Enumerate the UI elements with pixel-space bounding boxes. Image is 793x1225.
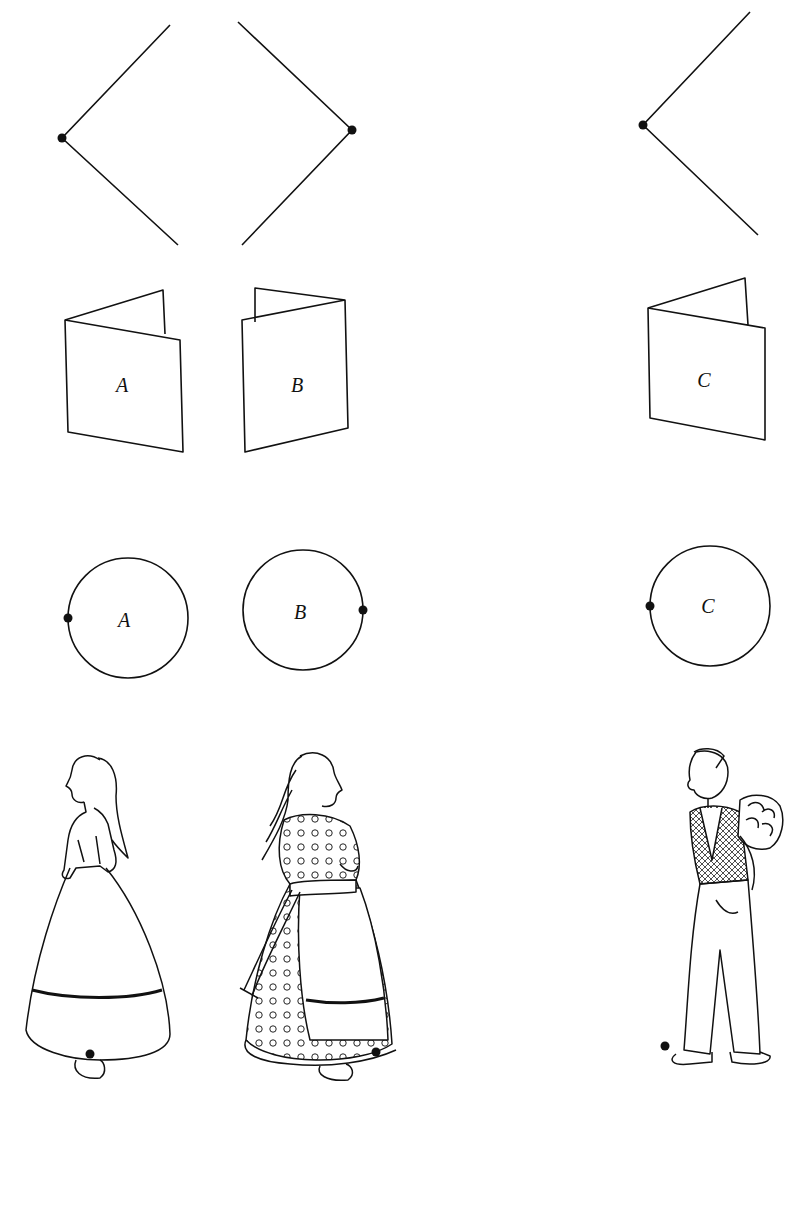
boy-figure — [672, 749, 783, 1065]
circle-dot — [359, 606, 368, 615]
folded-card: C — [643, 273, 771, 445]
card-outline-path — [648, 278, 765, 440]
shape-letter: A — [116, 375, 128, 395]
circle-outline-path — [68, 558, 188, 678]
angle-right — [238, 22, 352, 245]
circle-dot — [646, 602, 655, 611]
angle-left — [62, 25, 178, 245]
card-outline-path — [242, 288, 348, 452]
angle-figures — [62, 12, 758, 245]
shape-letter: C — [701, 596, 714, 616]
girl-figure-b — [240, 753, 396, 1080]
circle-outline-path — [650, 546, 770, 666]
circle-outline-path — [243, 550, 363, 670]
circle-dot — [64, 614, 73, 623]
circle-shape: A — [64, 554, 192, 682]
shape-letter: C — [697, 370, 710, 390]
card-outline — [236, 283, 354, 457]
card-outline-path — [65, 290, 183, 452]
girl-figure-a — [26, 756, 170, 1078]
folded-card: B — [236, 283, 354, 457]
angle-third — [643, 12, 758, 235]
card-outline — [643, 273, 771, 445]
vertex-dots — [58, 121, 648, 143]
shape-letter: B — [291, 375, 303, 395]
card-outline — [60, 285, 190, 457]
folded-card: A — [60, 285, 190, 457]
shape-letter: A — [118, 610, 130, 630]
circle-shape: C — [646, 542, 774, 670]
circle-shape: B — [239, 546, 367, 674]
shape-letter: B — [294, 602, 306, 622]
